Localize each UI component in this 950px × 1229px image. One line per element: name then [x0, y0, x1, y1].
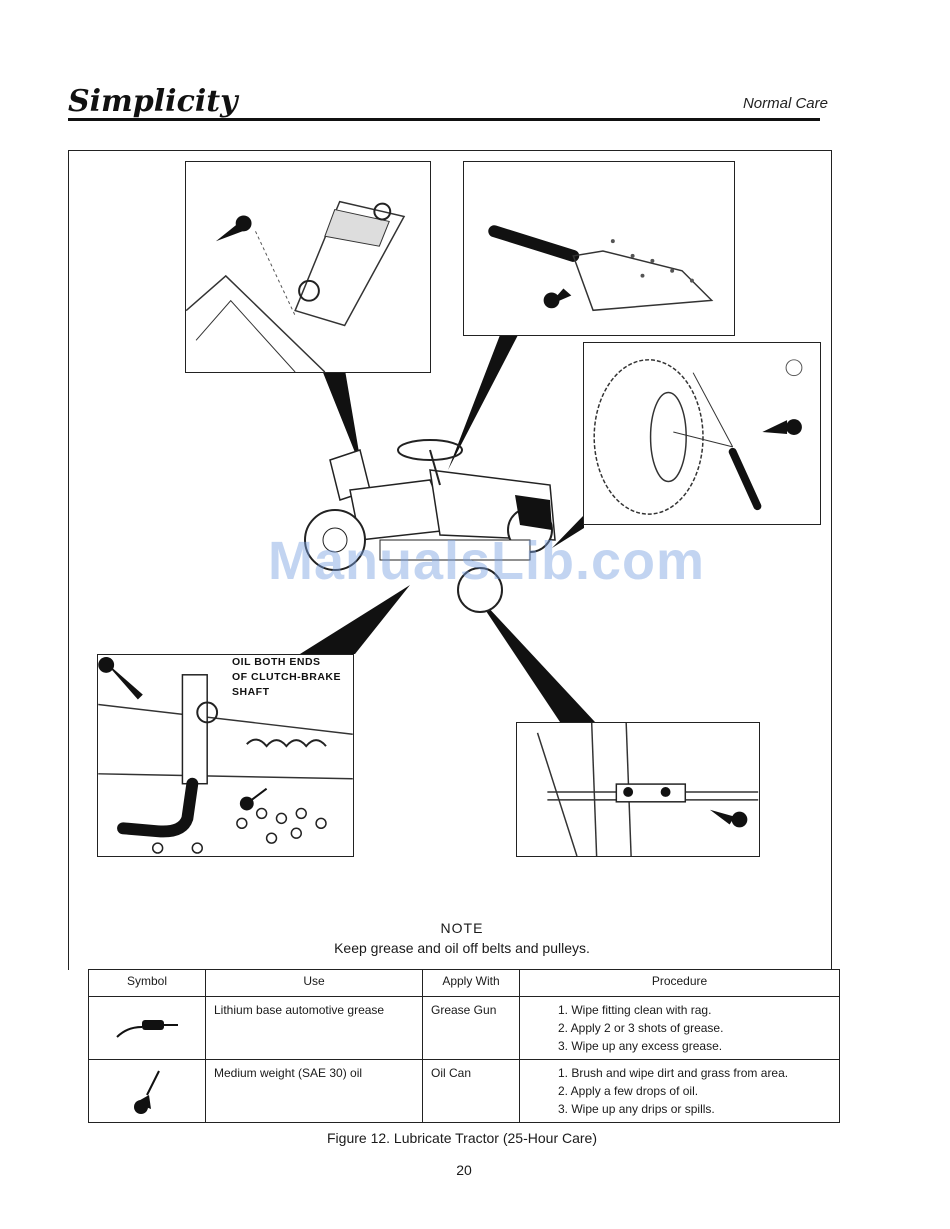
procedure-step: 1. Brush and wipe dirt and grass from ar…	[558, 1066, 789, 1080]
table-header-row: Symbol Use Apply With Procedure	[88, 969, 840, 997]
col-header-procedure: Procedure	[519, 969, 840, 997]
table-row: Lithium base automotive grease Grease Gu…	[88, 996, 840, 1060]
watermark: ManualsLib.com	[268, 531, 706, 591]
procedure-step: 3. Wipe up any drips or spills.	[558, 1102, 715, 1116]
apply-with-cell: Oil Can	[422, 1059, 520, 1123]
col-header-use: Use	[205, 969, 423, 997]
panel-front-wheel	[583, 342, 821, 525]
use-cell: Lithium base automotive grease	[205, 996, 423, 1060]
procedure-cell: 1. Brush and wipe dirt and grass from ar…	[519, 1059, 840, 1123]
note-body: Keep grease and oil off belts and pulley…	[334, 940, 590, 956]
procedure-step: 2. Apply a few drops of oil.	[558, 1084, 699, 1098]
apply-with-cell: Grease Gun	[422, 996, 520, 1060]
procedure-step: 1. Wipe fitting clean with rag.	[558, 1003, 712, 1017]
panel-blade-hub	[185, 161, 431, 373]
note-title: NOTE	[440, 920, 484, 936]
procedure-step: 2. Apply 2 or 3 shots of grease.	[558, 1021, 724, 1035]
clutch-label-line: OF CLUTCH-BRAKE	[232, 671, 341, 683]
header-rule	[68, 118, 820, 121]
oil-can-icon	[134, 1070, 160, 1114]
clutch-label-line: SHAFT	[232, 686, 270, 698]
panel-pivot-bracket	[516, 722, 760, 857]
lubrication-table: Symbol Use Apply With Procedure Lithium …	[88, 969, 840, 1123]
clutch-brake-label: OIL BOTH ENDS OF CLUTCH-BRAKE SHAFT	[232, 655, 341, 700]
procedure-step: 3. Wipe up any excess grease.	[558, 1039, 723, 1053]
symbol-cell	[88, 1059, 206, 1123]
procedure-cell: 1. Wipe fitting clean with rag. 2. Apply…	[519, 996, 840, 1060]
col-header-symbol: Symbol	[88, 969, 206, 997]
table-row: Medium weight (SAE 30) oil Oil Can 1. Br…	[88, 1059, 840, 1123]
grease-gun-icon	[116, 1019, 178, 1038]
figure-frame	[68, 150, 832, 970]
brand-logo: Simplicity	[68, 84, 238, 119]
figure-caption: Figure 12. Lubricate Tractor (25-Hour Ca…	[327, 1130, 597, 1146]
panel-lift-lever	[463, 161, 735, 336]
symbol-cell	[88, 996, 206, 1060]
clutch-label-line: OIL BOTH ENDS	[232, 656, 321, 668]
col-header-apply-with: Apply With	[422, 969, 520, 997]
page-number: 20	[456, 1162, 472, 1178]
tractor-illustration	[304, 439, 556, 613]
section-title: Normal Care	[742, 95, 828, 112]
use-cell: Medium weight (SAE 30) oil	[205, 1059, 423, 1123]
